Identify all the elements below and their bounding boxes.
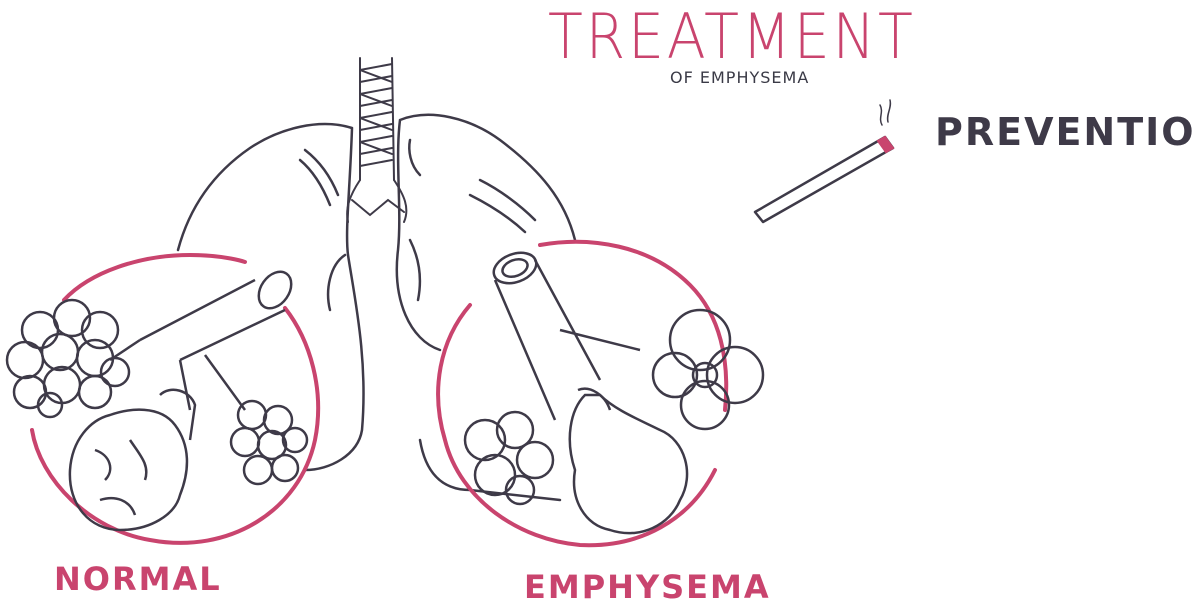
emphysema-alveoli-icon: [436, 239, 765, 548]
normal-alveoli-icon: [5, 252, 321, 545]
cigarette-icon: [753, 99, 895, 224]
normal-label: NORMAL: [54, 560, 222, 598]
page-title: TREATMENT: [548, 0, 916, 73]
trachea-icon: [346, 57, 408, 223]
lungs-icon: [176, 113, 577, 502]
page-subtitle: OF EMPHYSEMA: [670, 68, 810, 87]
emphysema-label: EMPHYSEMA: [524, 568, 771, 606]
